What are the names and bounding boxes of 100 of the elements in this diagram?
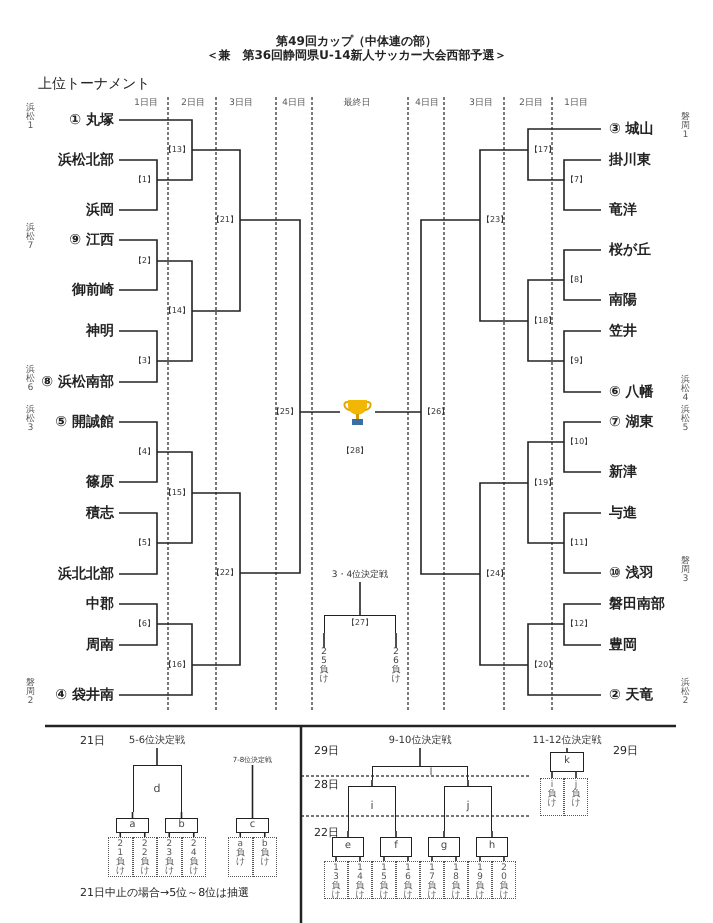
loser-label: 25負け xyxy=(317,648,331,698)
entry-slot: 23負け xyxy=(157,837,182,877)
match-number: 【16】 xyxy=(162,659,192,671)
bracket-line xyxy=(240,412,301,574)
match-bracket: j xyxy=(444,786,492,831)
bracket-line xyxy=(563,159,601,180)
match-box: c xyxy=(236,818,269,833)
entry-slot: 14負け xyxy=(348,861,372,899)
team-name: ⑦ 湖東 xyxy=(609,413,654,431)
day-header: 1日目 xyxy=(563,98,589,109)
loser-label: 26負け xyxy=(389,648,403,698)
bracket-line xyxy=(467,780,469,786)
bracket-line xyxy=(192,833,195,837)
bracket-line xyxy=(395,831,397,837)
match-number: 【15】 xyxy=(162,487,192,499)
team-name: 磐田南部 xyxy=(609,595,665,613)
match-number: 【23】 xyxy=(480,214,510,226)
match-number: 【3】 xyxy=(127,355,157,367)
match-number: 【7】 xyxy=(564,174,594,186)
note-text: 21日中止の場合→5位～8位は抽選 xyxy=(80,886,250,899)
match-bracket: d xyxy=(132,765,182,812)
bracket-title: 3・4位決定戦 xyxy=(315,568,405,582)
seed-label: 磐周3 xyxy=(681,557,690,584)
bracket-line xyxy=(527,623,564,665)
bracket-line xyxy=(527,128,601,150)
team-name: 周南 xyxy=(86,636,114,654)
match-number: 【6】 xyxy=(127,618,157,630)
match-box: a xyxy=(116,818,149,833)
entry-slot: 16負け xyxy=(396,861,420,899)
seed-label: 浜松7 xyxy=(26,224,35,251)
bracket-line xyxy=(168,833,170,837)
team-name: 浜北北部 xyxy=(58,565,114,583)
bracket-line xyxy=(144,833,146,837)
team-name: 南陽 xyxy=(609,291,637,309)
bracket-title: 9-10位決定戦 xyxy=(375,734,465,748)
team-name: 中郡 xyxy=(86,595,114,613)
day-header: 3日目 xyxy=(228,98,254,109)
bracket-line xyxy=(527,441,564,483)
team-name: 浜松北部 xyxy=(58,151,114,169)
bracket-line xyxy=(551,772,553,778)
match-number: 【18】 xyxy=(528,315,558,327)
match-bracket: 【27】 xyxy=(324,615,396,633)
bracket-line xyxy=(479,220,528,322)
team-name: ⑩ 浅羽 xyxy=(609,564,654,582)
bracket-line xyxy=(157,451,193,493)
bracket-title: 5-6位決定戦 xyxy=(117,734,197,748)
team-name: ② 天竜 xyxy=(609,686,654,704)
bracket-line xyxy=(563,330,601,361)
bracket-line xyxy=(563,603,601,624)
match-number: 【10】 xyxy=(564,436,594,448)
match-number: 【4】 xyxy=(127,446,157,458)
bracket-line xyxy=(479,482,528,574)
team-name: 積志 xyxy=(86,504,114,522)
team-name: 桜が丘 xyxy=(609,241,651,259)
bracket-line xyxy=(119,361,158,383)
seed-label: 浜松6 xyxy=(26,366,35,393)
bracket-line xyxy=(180,812,182,818)
entry-slot: a負け xyxy=(228,837,252,877)
bracket-line xyxy=(335,857,337,861)
match-box: g xyxy=(428,837,460,857)
bracket-line xyxy=(419,748,421,766)
team-name: ⑥ 八幡 xyxy=(609,383,654,401)
bracket-line xyxy=(119,452,158,483)
match-number: 【9】 xyxy=(564,355,594,367)
bracket-line xyxy=(375,411,421,413)
bracket-line xyxy=(119,119,193,150)
entry-slot: j負け xyxy=(564,778,588,816)
bracket-line xyxy=(566,748,568,752)
match-bracket: i xyxy=(348,786,396,831)
bracket-line xyxy=(239,833,242,837)
day-header: 3日目 xyxy=(468,98,494,109)
team-name: ③ 城山 xyxy=(609,120,654,138)
bracket-line xyxy=(119,833,122,837)
bracket-line xyxy=(156,748,158,765)
team-name: 与進 xyxy=(609,504,637,522)
bracket-line xyxy=(479,857,481,861)
seed-label: 浜松5 xyxy=(681,406,690,433)
match-box: f xyxy=(380,837,412,857)
match-number: 【14】 xyxy=(162,305,192,317)
day-header: 2日目 xyxy=(518,98,544,109)
bracket-line xyxy=(371,780,373,786)
bracket-line xyxy=(157,311,193,362)
team-name: 掛川東 xyxy=(609,151,651,169)
match-number: 【2】 xyxy=(127,255,157,267)
bracket-line xyxy=(119,180,158,211)
match-number: 【1】 xyxy=(127,174,157,186)
bracket-line xyxy=(420,219,480,412)
team-name: 新津 xyxy=(609,463,637,481)
bracket-line xyxy=(119,624,158,646)
section-heading: 上位トーナメント xyxy=(38,76,151,92)
bracket-line xyxy=(455,857,457,861)
day-header: 4日目 xyxy=(414,98,440,109)
team-name: 篠原 xyxy=(86,473,114,491)
team-name: 笠井 xyxy=(609,322,637,340)
bracket-line xyxy=(119,421,158,452)
match-number: 【13】 xyxy=(162,144,192,156)
entry-slot: 15負け xyxy=(372,861,396,899)
match-box: h xyxy=(476,837,508,857)
bracket-line xyxy=(119,665,193,696)
team-name: ⑤ 開誠館 xyxy=(55,413,114,431)
